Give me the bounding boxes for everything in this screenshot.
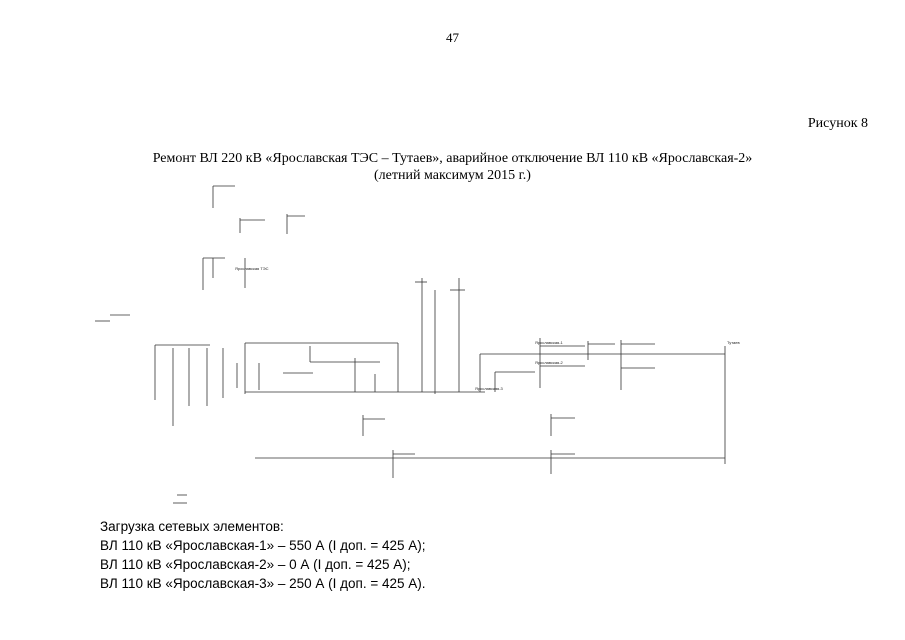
diagram-lines	[95, 185, 726, 504]
diagram-svg: Ярославская-1 Ярославская-2 Ярославская-…	[95, 185, 740, 504]
label-yaroslavskaya-2: Ярославская-2	[535, 360, 564, 365]
page-number: 47	[446, 30, 459, 45]
label-yaroslavskaya-3: Ярославская-3	[475, 386, 504, 391]
figure-label: Рисунок 8	[807, 116, 868, 131]
label-yaroslavskaya-1: Ярославская-1	[535, 340, 564, 345]
diagram-labels: Ярославская-1 Ярославская-2 Ярославская-…	[235, 266, 740, 391]
label-tutaev: Тутаев	[727, 340, 740, 345]
figure-caption: Ремонт ВЛ 220 кВ «Ярославская ТЭС – Тута…	[0, 150, 905, 184]
loads-heading: Загрузка сетевых элементов:	[100, 519, 284, 534]
label-yaroslavskaya-tes: Ярославская ТЭС	[235, 266, 269, 271]
network-diagram: Ярославская-1 Ярославская-2 Ярославская-…	[55, 178, 755, 513]
figure-subtitle: (летний максимум 2015 г.)	[374, 168, 531, 183]
load-item: ВЛ 110 кВ «Ярославская-3» – 250 А (I доп…	[100, 576, 426, 591]
load-item: ВЛ 110 кВ «Ярославская-2» – 0 А (I доп. …	[100, 557, 411, 572]
loads-section: Загрузка сетевых элементов: ВЛ 110 кВ «Я…	[100, 517, 426, 593]
figure-title: Ремонт ВЛ 220 кВ «Ярославская ТЭС – Тута…	[152, 151, 753, 166]
load-item: ВЛ 110 кВ «Ярославская-1» – 550 А (I доп…	[100, 538, 426, 553]
